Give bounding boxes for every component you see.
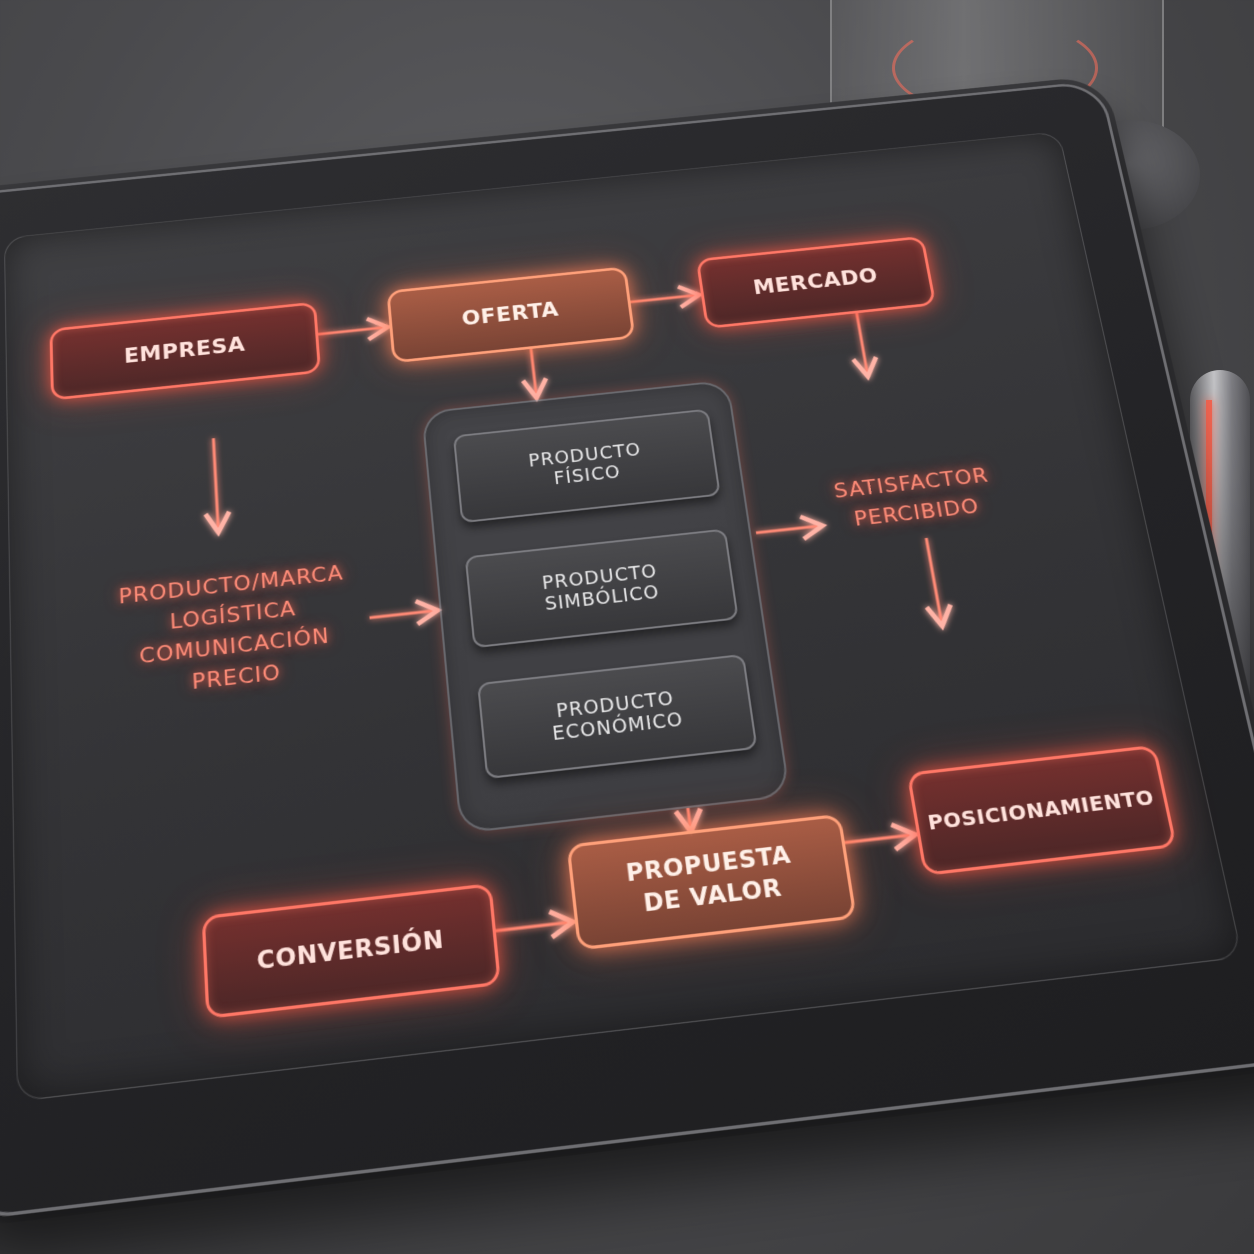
arrow-panel-satisfactor (756, 526, 820, 533)
node-oferta-label: OFERTA (460, 298, 561, 331)
node-mercado-label: MERCADO (751, 264, 880, 300)
tablet-device: EMPRESA OFERTA MERCADO PRODUCTO FÍSICO P… (0, 80, 1254, 1222)
arrow-mix-conversion (235, 746, 241, 848)
arrow-oferta-mercado (631, 295, 697, 302)
node-posicionamiento-label: POSICIONAMIENTO (925, 784, 1157, 835)
arrow-propuesta-posicionamiento (845, 835, 912, 843)
arrow-empresa-mix (213, 438, 218, 529)
arrow-mercado-satisfactor (856, 309, 867, 374)
tablet-screen: EMPRESA OFERTA MERCADO PRODUCTO FÍSICO P… (4, 131, 1243, 1101)
arrow-empresa-oferta (318, 327, 385, 334)
arrow-mix-panel (370, 611, 435, 618)
node-empresa-label: EMPRESA (123, 333, 246, 369)
arrow-panel-propuesta (688, 808, 691, 829)
node-conversion-label: CONVERSIÓN (256, 925, 445, 976)
arrow-satisfactor-posicionamiento (926, 538, 941, 623)
arrow-oferta-panel (531, 349, 536, 395)
arrow-conversion-propuesta (496, 922, 570, 931)
